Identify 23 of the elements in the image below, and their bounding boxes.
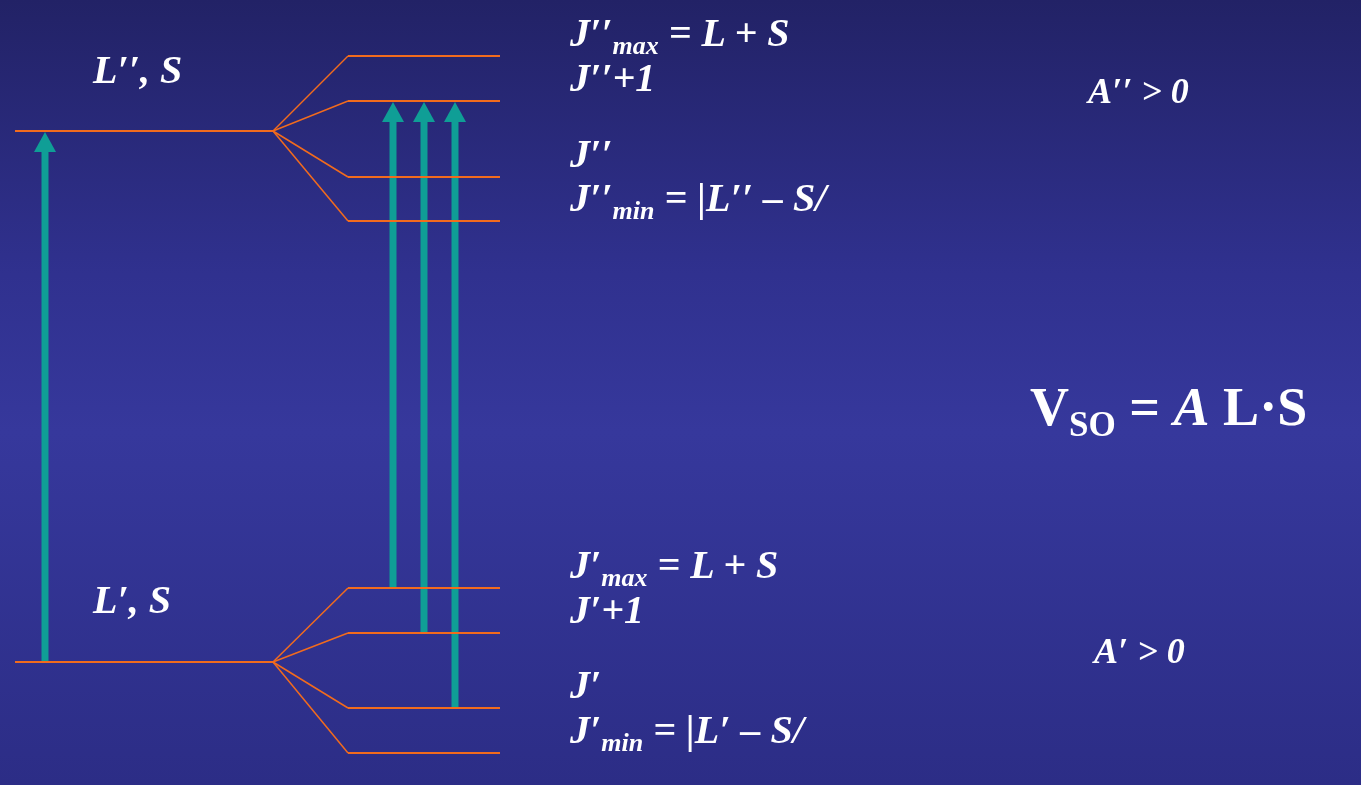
splitting-line <box>272 661 349 709</box>
splitting-line <box>272 587 349 663</box>
level-label: J′+1 <box>570 589 645 631</box>
splitting-line <box>272 130 349 222</box>
condition-label: A′′ > 0 <box>1088 72 1189 112</box>
splitting-line <box>272 55 349 132</box>
level-label: J′′+1 <box>570 57 656 99</box>
equation-label: V$_{SO}$ = A L·S <box>1030 378 1308 438</box>
splitting-line <box>272 632 349 663</box>
level-label: L′′, S <box>93 49 183 91</box>
level-label: L′, S <box>93 579 171 621</box>
level-label: J′′ <box>570 133 613 175</box>
transition-arrow <box>34 132 56 663</box>
level-label: J′′$_{max}$ = L + S <box>570 12 790 54</box>
level-label: J′ <box>570 664 602 706</box>
level-label: J′$_{max}$ = L + S <box>570 544 779 586</box>
transition-arrow <box>413 102 435 634</box>
splitting-line <box>272 661 349 754</box>
condition-label: A′ > 0 <box>1094 632 1185 672</box>
transition-arrow <box>382 102 404 589</box>
splitting-line <box>272 130 349 178</box>
transition-arrow <box>444 102 466 709</box>
splitting-line <box>272 100 349 132</box>
